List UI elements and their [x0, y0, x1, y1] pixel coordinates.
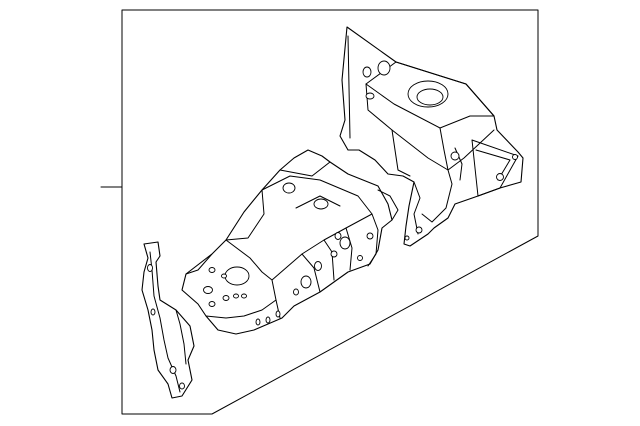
- front-floor-rail-assembly: [181, 149, 399, 335]
- frame-box: [121, 9, 539, 415]
- rear-apron-panel: [339, 26, 524, 247]
- reinforcement-bracket: [141, 241, 195, 399]
